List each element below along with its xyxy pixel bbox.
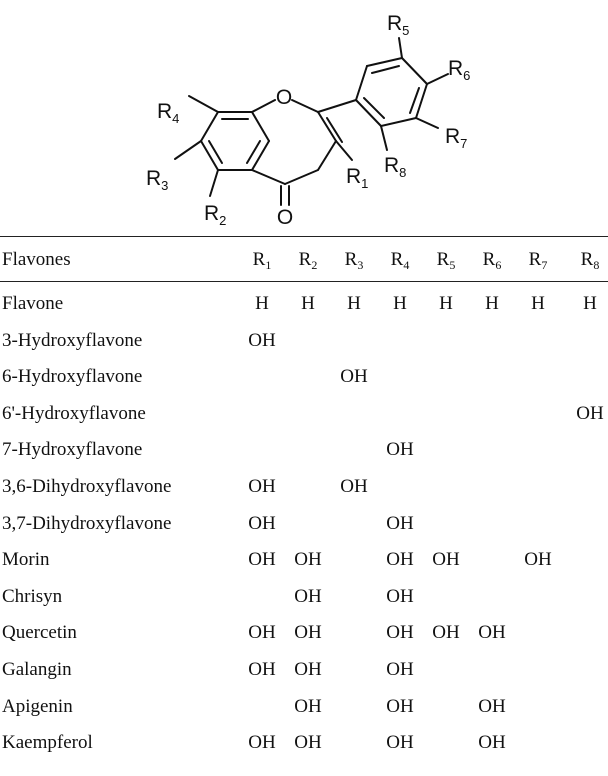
row-name: 3-Hydroxyflavone	[2, 329, 143, 351]
table-cell: OH	[478, 695, 506, 717]
substituent-r3-label: R3	[146, 167, 168, 193]
column-header-r5: R5	[436, 249, 456, 272]
column-header-r2: R2	[298, 249, 318, 272]
substituent-r4-label: R4	[157, 100, 179, 126]
table-cell: H	[583, 293, 597, 314]
substituent-r6-label: R6	[448, 57, 470, 83]
table-cell: OH	[386, 732, 414, 754]
table-cell: OH	[248, 549, 276, 571]
table-cell: OH	[294, 695, 322, 717]
row-name: 7-Hydroxyflavone	[2, 439, 143, 461]
r2-letter: R	[204, 202, 219, 225]
table-cell: H	[301, 293, 315, 314]
table-cell: OH	[386, 512, 414, 534]
carbonyl-oxygen-label: O	[277, 206, 293, 229]
column-header-flavones: Flavones	[2, 249, 71, 270]
table-cell: OH	[294, 732, 322, 754]
r3-subscript: 3	[161, 178, 168, 193]
r1-letter: R	[346, 165, 361, 188]
row-name: 6-Hydroxyflavone	[2, 366, 143, 388]
substituent-r8-label: R8	[384, 154, 406, 180]
column-header-r6: R6	[482, 249, 502, 272]
table-cell: OH	[294, 585, 322, 607]
row-name: 3,7-Dihydroxyflavone	[2, 512, 172, 534]
table-cell: OH	[340, 476, 368, 497]
table-cell: OH	[294, 622, 322, 644]
table-cell: OH	[478, 732, 506, 754]
column-header-r1: R1	[252, 249, 272, 272]
substituent-r5-label: R5	[387, 12, 409, 38]
table-cell: H	[439, 293, 453, 314]
skeleton-bonds	[174, 37, 449, 206]
column-header-r8: R8	[580, 249, 600, 272]
table-top-rule	[0, 236, 608, 237]
table-cell: H	[485, 293, 499, 314]
table-cell: H	[347, 293, 361, 314]
r7-letter: R	[445, 125, 460, 148]
table-cell: OH	[524, 549, 552, 571]
table-header-rule	[0, 281, 608, 282]
flavone-structure-diagram: O O R4 R3 R2 R1 R5 R6 R7 R8	[146, 12, 470, 229]
substituent-r7-label: R7	[445, 125, 467, 151]
column-header-r3: R3	[344, 249, 364, 272]
table-cell: H	[255, 293, 269, 314]
table-cell: H	[393, 293, 407, 314]
r3-letter: R	[146, 167, 161, 190]
table-cell: OH	[386, 659, 414, 680]
table-cell: OH	[248, 732, 276, 754]
r4-letter: R	[157, 100, 172, 123]
table-cell: OH	[248, 329, 276, 351]
table-cell: OH	[386, 695, 414, 717]
table-cell: OH	[248, 476, 276, 497]
table-cell: OH	[576, 402, 604, 424]
table-cell: OH	[386, 549, 414, 571]
r4-subscript: 4	[172, 111, 179, 126]
row-name: Quercetin	[2, 622, 77, 644]
r1-subscript: 1	[361, 176, 368, 191]
r6-subscript: 6	[463, 68, 470, 83]
table-cell: OH	[386, 622, 414, 644]
row-name: Flavone	[2, 293, 64, 314]
substituent-r1-label: R1	[346, 165, 368, 191]
ring-oxygen-label: O	[276, 86, 292, 109]
r5-letter: R	[387, 12, 402, 35]
table-cell: OH	[294, 659, 322, 680]
table-cell: OH	[386, 585, 414, 607]
table-cell: OH	[340, 366, 368, 388]
row-name: 6'-Hydroxyflavone	[2, 402, 146, 424]
row-name: Apigenin	[2, 695, 73, 717]
substituent-r2-label: R2	[204, 202, 226, 228]
table-cell: OH	[248, 659, 276, 680]
row-name: Kaempferol	[2, 732, 93, 754]
table-cell: OH	[432, 549, 460, 571]
r8-subscript: 8	[399, 165, 406, 180]
row-name: Galangin	[2, 659, 72, 680]
table-cell: OH	[248, 512, 276, 534]
table-cell: OH	[248, 622, 276, 644]
table-cell: H	[531, 293, 545, 314]
r5-subscript: 5	[402, 23, 409, 38]
r6-letter: R	[448, 57, 463, 80]
table-cell: OH	[478, 622, 506, 644]
column-header-r7: R7	[528, 249, 548, 272]
column-header-r4: R4	[390, 249, 410, 272]
table-cell: OH	[386, 439, 414, 461]
table-cell: OH	[432, 622, 460, 644]
r8-letter: R	[384, 154, 399, 177]
r2-subscript: 2	[219, 213, 226, 228]
row-name: Morin	[2, 549, 50, 571]
r7-subscript: 7	[460, 136, 467, 151]
row-name: Chrisyn	[2, 585, 63, 607]
row-name: 3,6-Dihydroxyflavone	[2, 476, 172, 497]
table-cell: OH	[294, 549, 322, 571]
